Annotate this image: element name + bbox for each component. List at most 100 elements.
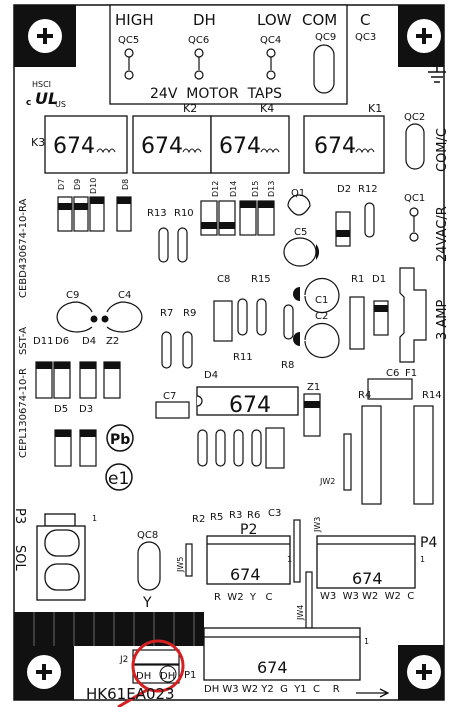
connector-qc1 bbox=[409, 207, 419, 242]
svg-text:K3: K3 bbox=[31, 136, 45, 149]
label-qc1: QC1 bbox=[404, 193, 425, 204]
connector-label-qc9: QC9 bbox=[315, 32, 336, 43]
svg-text:R3: R3 bbox=[229, 510, 242, 521]
resistors-r13-r10 bbox=[158, 227, 188, 263]
mount-top-left bbox=[14, 5, 76, 67]
resistors-r4-r14 bbox=[361, 405, 434, 505]
terminal-strip bbox=[14, 612, 204, 646]
label-jw5: JW5 bbox=[176, 557, 185, 573]
resistor-r12 bbox=[364, 202, 375, 238]
ground-icon bbox=[428, 50, 446, 83]
components-c8-r15 bbox=[213, 298, 294, 342]
label-jw2: JW2 bbox=[319, 477, 335, 486]
label-c5: C5 bbox=[294, 227, 307, 238]
diode-group-d12-d13: D12 D14 D15 D13 bbox=[200, 181, 276, 236]
connector-label-qc5: QC5 bbox=[118, 35, 139, 46]
hsci-label: HSCI bbox=[32, 80, 51, 89]
label-r1: R1 bbox=[351, 274, 364, 285]
svg-text:D7: D7 bbox=[57, 179, 66, 190]
relay-k2: K2 674 bbox=[132, 102, 212, 174]
relay-k1: K1 674 bbox=[303, 102, 385, 174]
label-z1: Z1 bbox=[307, 382, 320, 393]
motor-taps-box: HIGH DH LOW COM C QC5 QC6 QC4 QC9 QC3 24… bbox=[109, 4, 376, 105]
svg-text:D9: D9 bbox=[73, 179, 82, 190]
svg-text:D13: D13 bbox=[267, 181, 276, 197]
svg-text:Z2: Z2 bbox=[106, 336, 119, 347]
connector-p4: 674 W3 W3 W2 W2 C bbox=[316, 535, 416, 602]
arrow-icon bbox=[356, 688, 390, 698]
resistors-r7-r9 bbox=[161, 331, 193, 369]
connector-p2: 674 R W2 Y C bbox=[206, 535, 291, 603]
tap-label-dh: DH bbox=[193, 11, 216, 29]
label-r8: R8 bbox=[281, 360, 294, 371]
connector-qc2 bbox=[405, 123, 425, 170]
connector-p1: 674 DH W3 W2 Y2 G Y1 C R bbox=[203, 627, 361, 695]
motor-taps-caption: 24V MOTOR TAPS bbox=[150, 86, 282, 102]
diode-group-d11-z2: D11 D6 D4 Z2 bbox=[33, 336, 121, 399]
label-r10: R10 bbox=[174, 208, 194, 219]
label-c9: C9 bbox=[66, 290, 79, 301]
relay-k4: K4 674 bbox=[210, 102, 290, 174]
label-r12: R12 bbox=[358, 184, 378, 195]
label-d1: D1 bbox=[372, 274, 386, 285]
resistor-row-r2-r6 bbox=[197, 427, 285, 469]
svg-text:R5: R5 bbox=[210, 512, 223, 523]
label-r9: R9 bbox=[183, 308, 196, 319]
capacitor-c5 bbox=[283, 237, 320, 267]
label-r15: R15 bbox=[251, 274, 271, 285]
svg-text:674: 674 bbox=[219, 134, 261, 159]
connector-qc8 bbox=[137, 541, 161, 591]
pb-free-icon: Pb bbox=[106, 424, 134, 452]
svg-text:674: 674 bbox=[230, 565, 261, 584]
main-chip: 674 bbox=[196, 386, 299, 418]
capacitor-c7 bbox=[155, 401, 190, 419]
vtext-3amp: 3 AMP bbox=[435, 299, 450, 340]
svg-text:D6: D6 bbox=[55, 336, 69, 347]
svg-text:D4: D4 bbox=[82, 336, 96, 347]
label-p4: P4 bbox=[420, 535, 437, 551]
jumper-j2: DH DH bbox=[132, 649, 180, 684]
labels-r2-c3: R2 R5 R3 R6 C3 bbox=[192, 508, 281, 525]
label-sol: SOL bbox=[12, 545, 27, 571]
svg-text:R6: R6 bbox=[247, 510, 260, 521]
svg-text:Pb: Pb bbox=[110, 432, 130, 448]
label-y: Y bbox=[142, 595, 152, 611]
label-p1-pin1: 1 bbox=[364, 637, 369, 646]
svg-text:D12: D12 bbox=[211, 181, 220, 197]
label-d2: D2 bbox=[337, 184, 351, 195]
svg-text:674: 674 bbox=[141, 134, 183, 159]
svg-text:C3: C3 bbox=[268, 508, 281, 519]
svg-text:K2: K2 bbox=[183, 102, 197, 115]
jumper-jw3 bbox=[293, 519, 301, 583]
label-r13: R13 bbox=[147, 208, 167, 219]
svg-text:R W2 Y C: R W2 Y C bbox=[214, 592, 273, 603]
svg-text:D14: D14 bbox=[229, 181, 238, 197]
jumper-jw5 bbox=[185, 543, 193, 577]
svg-text:D8: D8 bbox=[121, 179, 130, 190]
svg-text:K1: K1 bbox=[368, 102, 382, 115]
tap-label-com: COM bbox=[302, 11, 337, 29]
svg-text:D5: D5 bbox=[54, 404, 68, 415]
svg-text:674: 674 bbox=[257, 658, 288, 677]
tap-label-high: HIGH bbox=[115, 11, 154, 29]
label-p1: P1 bbox=[184, 670, 196, 681]
svg-text:c: c bbox=[26, 98, 31, 108]
label-r4: R4 bbox=[358, 390, 371, 401]
ul-logo: HSCI c UL US bbox=[26, 80, 66, 109]
label-c6: C6 bbox=[386, 368, 399, 379]
label-jw4: JW4 bbox=[296, 605, 305, 621]
diode-group-d5-d3: D5 D3 bbox=[54, 404, 97, 467]
zener-z1 bbox=[303, 393, 321, 437]
svg-text:UL: UL bbox=[35, 89, 58, 108]
label-f1: F1 bbox=[405, 368, 417, 379]
connector-label-qc3: QC3 bbox=[355, 32, 376, 43]
capacitors-c9-c4 bbox=[56, 301, 143, 333]
label-d4-lower: D4 bbox=[204, 370, 218, 381]
label-p2: P2 bbox=[240, 522, 257, 538]
svg-text:674: 674 bbox=[314, 134, 356, 159]
label-c8: C8 bbox=[217, 274, 230, 285]
svg-text:DH W3 W2 Y2 G Y1 C R: DH W3 W2 Y2 G Y1 C R bbox=[204, 684, 340, 695]
svg-text:674: 674 bbox=[53, 134, 95, 159]
svg-text:R2: R2 bbox=[192, 514, 205, 525]
